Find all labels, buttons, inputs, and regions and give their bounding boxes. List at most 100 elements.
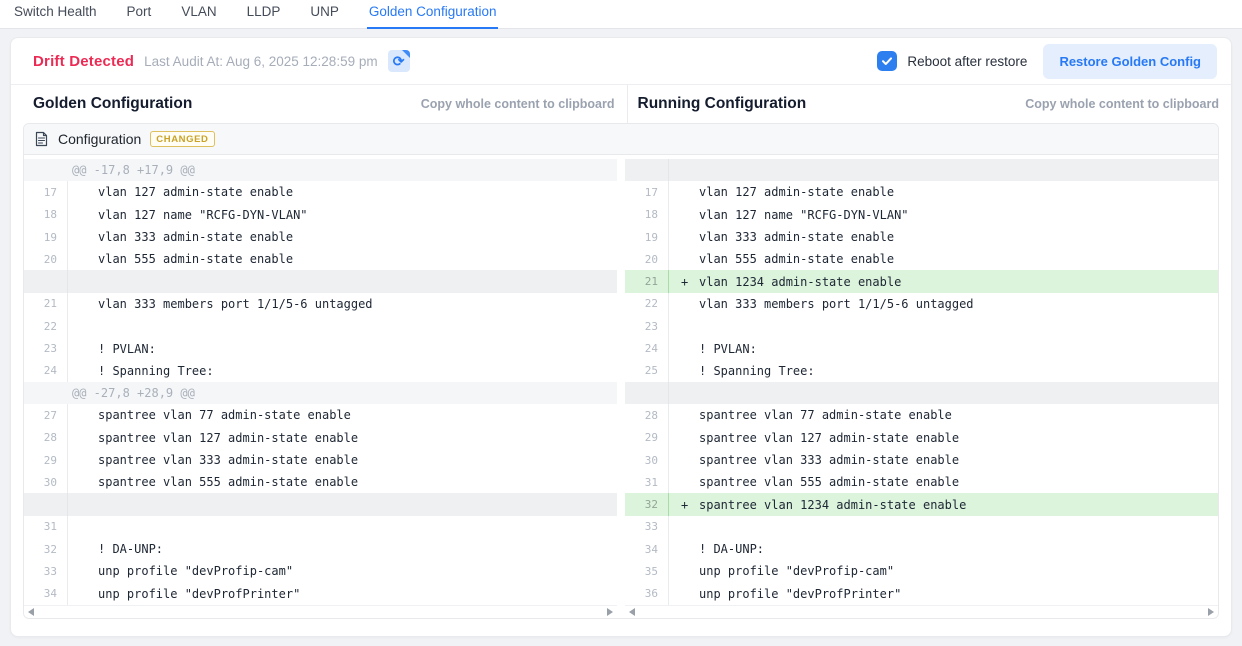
code-text [669, 516, 1218, 538]
code-text: vlan 555 admin-state enable [669, 248, 1218, 270]
changed-status-badge: CHANGED [150, 131, 214, 147]
diff-line-row: 36unp profile "devProfPrinter" [625, 583, 1218, 605]
line-number: 23 [24, 337, 68, 359]
diff-filler-row [625, 382, 1218, 404]
code-text [669, 315, 1218, 337]
line-number: 31 [625, 471, 669, 493]
line-number [24, 270, 68, 292]
scroll-right-arrow-icon[interactable] [607, 608, 613, 616]
line-number: 25 [625, 360, 669, 382]
scroll-left-arrow-icon[interactable] [28, 608, 34, 616]
line-number: 21 [24, 293, 68, 315]
diff-line-row: 29spantree vlan 333 admin-state enable [24, 449, 617, 471]
tab-golden-configuration[interactable]: Golden Configuration [367, 0, 499, 29]
line-number: 35 [625, 560, 669, 582]
last-audit-timestamp: Last Audit At: Aug 6, 2025 12:28:59 pm [144, 54, 377, 69]
line-number [24, 493, 68, 515]
copy-golden-content-link[interactable]: Copy whole content to clipboard [421, 97, 615, 111]
checkmark-icon [881, 55, 893, 67]
code-text: vlan 333 admin-state enable [669, 226, 1218, 248]
code-text: vlan 555 admin-state enable [68, 248, 617, 270]
drift-status-label: Drift Detected [33, 53, 134, 70]
diff-line-row: 30spantree vlan 333 admin-state enable [625, 449, 1218, 471]
line-number: 28 [625, 404, 669, 426]
code-text: ! PVLAN: [669, 337, 1218, 359]
line-number: 33 [625, 516, 669, 538]
code-text [68, 493, 617, 515]
diff-line-row: 21vlan 333 members port 1/1/5-6 untagged [24, 293, 617, 315]
code-text: unp profile "devProfPrinter" [669, 583, 1218, 605]
tab-switch-health[interactable]: Switch Health [12, 0, 99, 29]
code-text: @@ -27,8 +28,9 @@ [68, 382, 617, 404]
diff-line-row: 34! DA-UNP: [625, 538, 1218, 560]
code-text [68, 315, 617, 337]
code-text: unp profile "devProfip-cam" [669, 560, 1218, 582]
golden-diff-rows: @@ -17,8 +17,9 @@17vlan 127 admin-state … [24, 159, 617, 605]
line-number: 23 [625, 315, 669, 337]
scroll-left-arrow-icon[interactable] [629, 608, 635, 616]
running-diff-pane: 17vlan 127 admin-state enable18vlan 127 … [625, 159, 1218, 618]
copy-running-content-link[interactable]: Copy whole content to clipboard [1025, 97, 1219, 111]
code-text: vlan 333 members port 1/1/5-6 untagged [68, 293, 617, 315]
configuration-diff-container: Configuration CHANGED @@ -17,8 +17,9 @@1… [23, 123, 1219, 619]
running-column-header: Running Configuration Copy whole content… [627, 85, 1232, 123]
line-number [625, 382, 669, 404]
code-text: ! Spanning Tree: [68, 360, 617, 382]
diff-line-row: 18vlan 127 name "RCFG-DYN-VLAN" [24, 204, 617, 226]
tab-lldp[interactable]: LLDP [245, 0, 283, 29]
diff-line-row: 28spantree vlan 127 admin-state enable [24, 427, 617, 449]
document-icon [34, 131, 49, 147]
line-number: 32 [625, 493, 669, 515]
tab-port[interactable]: Port [125, 0, 154, 29]
code-text: spantree vlan 333 admin-state enable [669, 449, 1218, 471]
line-number: 20 [625, 248, 669, 270]
golden-horizontal-scrollbar[interactable] [24, 605, 617, 618]
line-number: 18 [24, 204, 68, 226]
running-horizontal-scrollbar[interactable] [625, 605, 1218, 618]
reboot-after-restore-label: Reboot after restore [907, 54, 1027, 69]
diff-line-row: 20vlan 555 admin-state enable [625, 248, 1218, 270]
tab-unp[interactable]: UNP [308, 0, 341, 29]
line-number: 24 [625, 337, 669, 359]
diff-line-row: 32! DA-UNP: [24, 538, 617, 560]
code-text: spantree vlan 77 admin-state enable [669, 404, 1218, 426]
file-sync-icon[interactable]: ⟳ [388, 50, 410, 72]
golden-diff-pane: @@ -17,8 +17,9 @@17vlan 127 admin-state … [24, 159, 617, 618]
code-text: vlan 127 name "RCFG-DYN-VLAN" [68, 204, 617, 226]
code-text: spantree vlan 555 admin-state enable [669, 471, 1218, 493]
diff-line-row: 17vlan 127 admin-state enable [24, 181, 617, 203]
code-text: @@ -17,8 +17,9 @@ [68, 159, 617, 181]
code-text: ! Spanning Tree: [669, 360, 1218, 382]
diff-line-row: 24! PVLAN: [625, 337, 1218, 359]
line-number: 36 [625, 583, 669, 605]
line-number: 24 [24, 360, 68, 382]
code-text: vlan 333 members port 1/1/5-6 untagged [669, 293, 1218, 315]
diff-hunk-row: @@ -17,8 +17,9 @@ [24, 159, 617, 181]
scroll-right-arrow-icon[interactable] [1208, 608, 1214, 616]
reboot-after-restore-checkbox[interactable] [877, 51, 897, 71]
code-text [669, 382, 1218, 404]
code-text: ! DA-UNP: [669, 538, 1218, 560]
code-text: vlan 127 admin-state enable [68, 181, 617, 203]
audit-header: Drift Detected Last Audit At: Aug 6, 202… [11, 38, 1231, 85]
restore-golden-config-button[interactable]: Restore Golden Config [1043, 44, 1217, 79]
tab-vlan[interactable]: VLAN [179, 0, 218, 29]
code-text: spantree vlan 555 admin-state enable [68, 471, 617, 493]
line-number: 18 [625, 204, 669, 226]
line-number: 29 [625, 427, 669, 449]
code-text: vlan 333 admin-state enable [68, 226, 617, 248]
line-number: 29 [24, 449, 68, 471]
golden-column-header: Golden Configuration Copy whole content … [11, 85, 627, 123]
line-number: 19 [625, 226, 669, 248]
code-text: +spantree vlan 1234 admin-state enable [669, 493, 1218, 515]
golden-configuration-title: Golden Configuration [33, 95, 192, 113]
code-text: vlan 127 name "RCFG-DYN-VLAN" [669, 204, 1218, 226]
diff-added-row: 21+vlan 1234 admin-state enable [625, 270, 1218, 292]
line-number: 21 [625, 270, 669, 292]
running-configuration-title: Running Configuration [638, 95, 807, 113]
diff-line-row: 29spantree vlan 127 admin-state enable [625, 427, 1218, 449]
diff-line-row: 17vlan 127 admin-state enable [625, 181, 1218, 203]
diff-line-row: 23! PVLAN: [24, 337, 617, 359]
diff-hunk-row: @@ -27,8 +28,9 @@ [24, 382, 617, 404]
diff-line-row: 30spantree vlan 555 admin-state enable [24, 471, 617, 493]
